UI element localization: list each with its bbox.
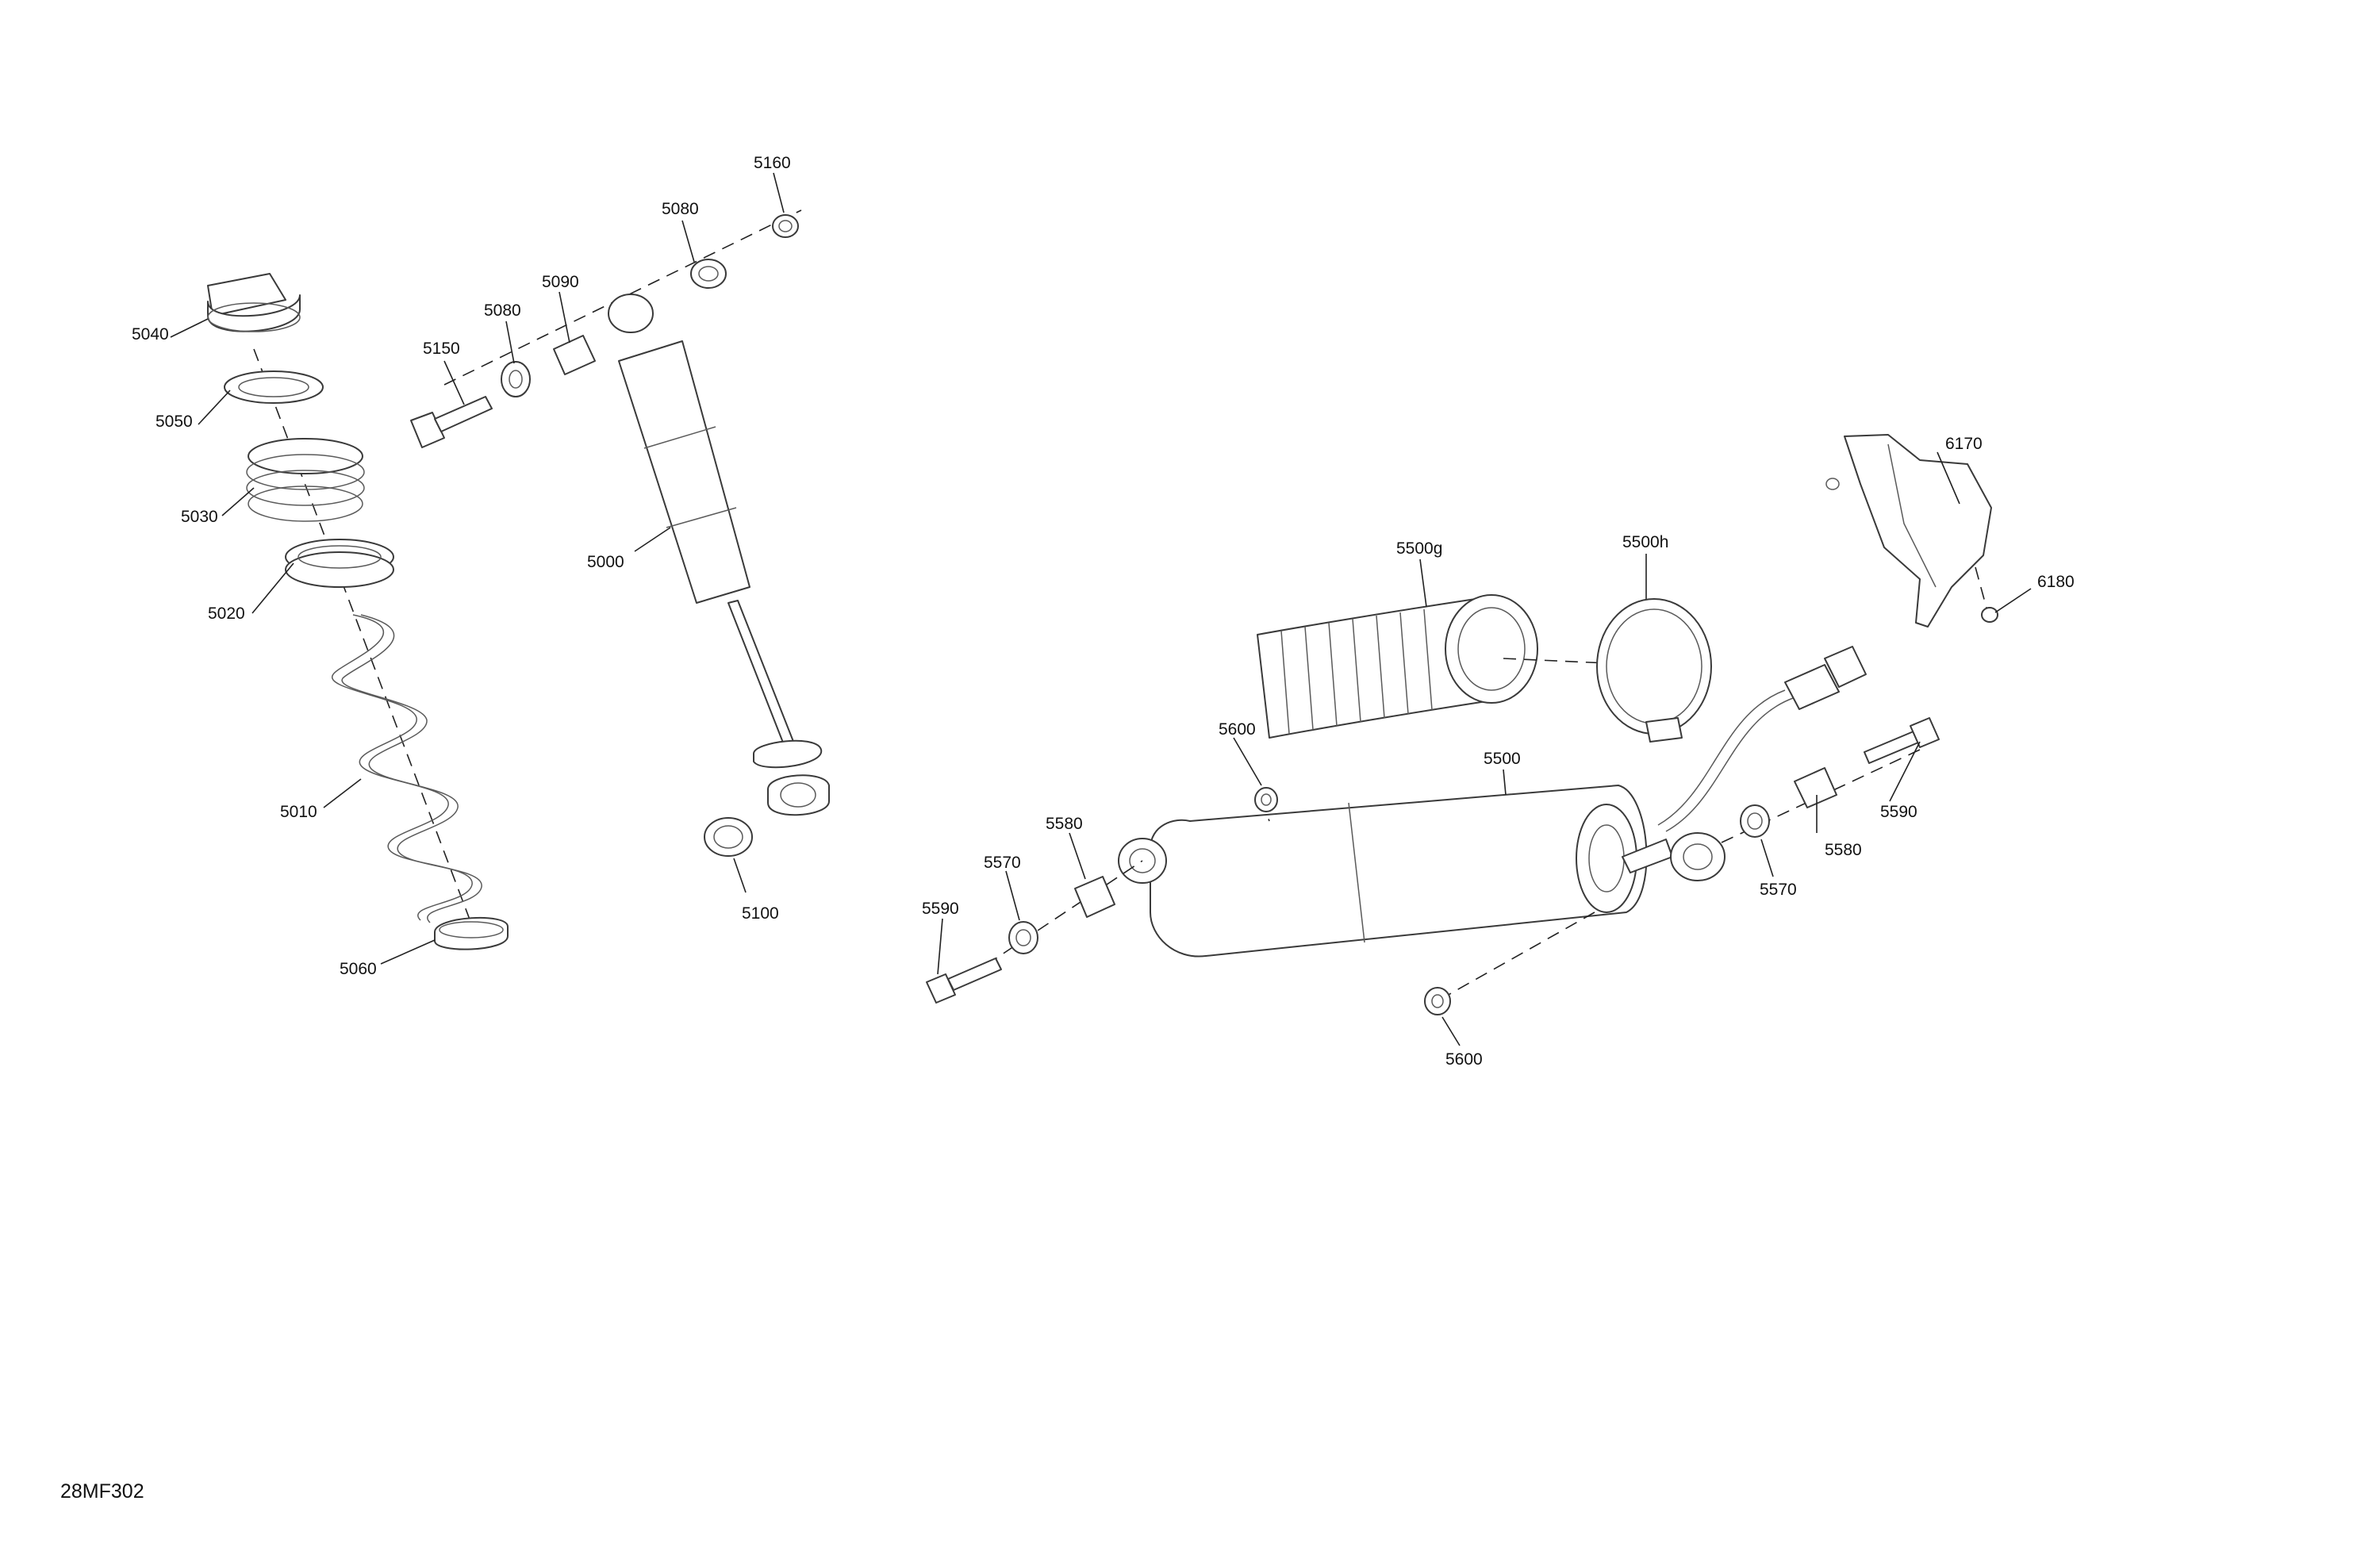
callout-6170: 6170 (1945, 435, 1983, 453)
part-bushing-right-upper-b (1794, 767, 1837, 808)
callout-5600: 5600 (1219, 720, 1256, 739)
part-spring-adjuster (246, 438, 365, 522)
part-shock-body-right (1118, 785, 1726, 958)
callout-5080: 5080 (662, 200, 699, 218)
leader-lines (170, 172, 2032, 1046)
callout-5590: 5590 (922, 900, 959, 918)
callout-5500: 5500 (1484, 750, 1521, 768)
part-nut-top (1254, 787, 1278, 812)
part-lower-bushing (704, 817, 753, 857)
part-bracket (1825, 434, 1992, 628)
figure-code: 28MF302 (60, 1480, 144, 1503)
callout-5000: 5000 (587, 553, 624, 571)
part-spring-lower-seat (434, 916, 509, 950)
part-boot (1257, 594, 1538, 739)
part-spring-retainer (285, 539, 394, 588)
callout-5090: 5090 (542, 273, 579, 291)
callout-5040: 5040 (132, 325, 169, 344)
part-hose-clamp (1596, 598, 1712, 743)
callout-5160: 5160 (754, 154, 791, 172)
callout-5570: 5570 (984, 854, 1021, 872)
callout-6180: 6180 (2037, 573, 2075, 591)
part-bracket-screw (1975, 566, 1998, 623)
part-bushing-top (690, 259, 727, 289)
part-coil-spring (331, 614, 482, 923)
callout-5150: 5150 (423, 340, 460, 358)
part-bolt-right-upper (1864, 717, 1940, 764)
callout-labels: 5040 5050 5030 5020 5010 5060 5150 5080 … (132, 154, 2075, 1069)
part-bushing-right-lower-a (1008, 921, 1038, 954)
part-shock-absorber (608, 294, 830, 816)
callout-5100: 5100 (742, 904, 779, 923)
callout-5080: 5080 (484, 301, 521, 320)
shock-mount-axis (443, 209, 802, 386)
callout-5050: 5050 (155, 413, 193, 431)
part-reservoir-hose (1657, 646, 1867, 832)
callout-5060: 5060 (340, 960, 377, 978)
callout-5020: 5020 (208, 605, 245, 623)
callout-5600: 5600 (1445, 1050, 1483, 1069)
part-washer-ring (224, 370, 324, 404)
part-sleeve-left (553, 335, 596, 375)
callout-5580: 5580 (1046, 815, 1083, 833)
callout-5580: 5580 (1825, 841, 1862, 859)
part-bolt-right-lower (926, 958, 1002, 1004)
part-bolt-left (410, 396, 493, 448)
callout-5590: 5590 (1880, 803, 1917, 821)
part-bushing-right-lower-b (1074, 876, 1115, 918)
part-bushing-right-upper-a (1740, 804, 1770, 838)
part-nut-bottom (1424, 987, 1451, 1015)
callout-5500g: 5500g (1396, 539, 1442, 558)
callout-5500h: 5500h (1622, 533, 1668, 551)
part-bushing-left (501, 361, 531, 397)
callout-5010: 5010 (280, 803, 317, 821)
callout-5030: 5030 (181, 508, 218, 526)
callout-5570: 5570 (1760, 881, 1797, 899)
part-spring-seat-top (207, 273, 301, 332)
part-small-bushing-top (772, 214, 799, 238)
